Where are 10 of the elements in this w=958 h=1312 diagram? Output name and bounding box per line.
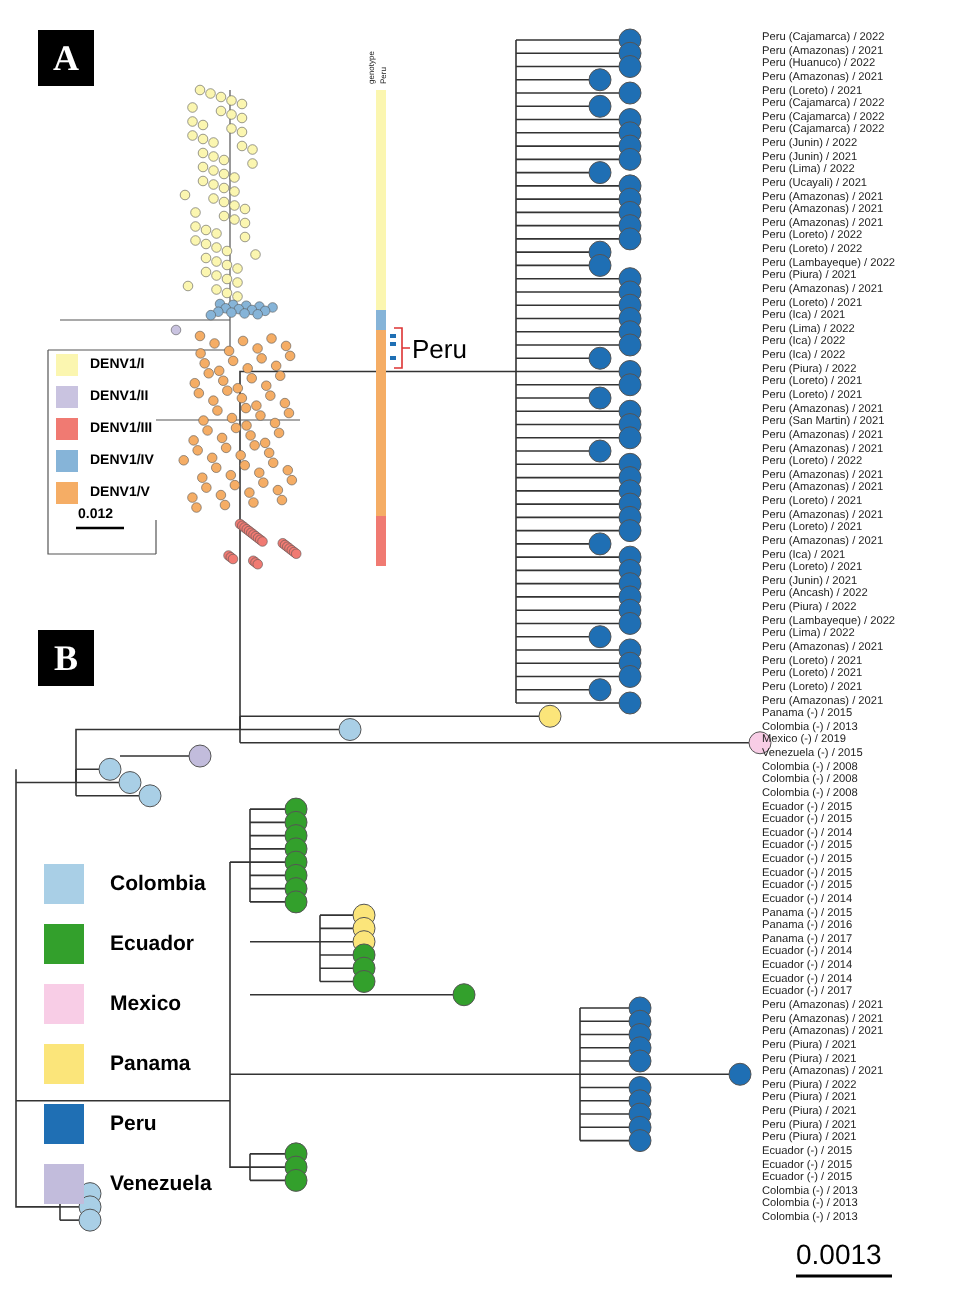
legend-label: Panama xyxy=(110,1054,191,1075)
legend-label: Peru xyxy=(110,1114,157,1135)
legend-label: Venezuela xyxy=(110,1174,212,1195)
panel-letter: B xyxy=(38,630,94,686)
legend-label: Colombia xyxy=(110,874,206,895)
scale-label: 0.0013 xyxy=(796,1240,882,1268)
callout-label: Peru xyxy=(412,336,467,362)
panel-letter: A xyxy=(38,30,94,86)
legend-label: Mexico xyxy=(110,994,182,1015)
legend-label: Ecuador xyxy=(110,934,195,955)
